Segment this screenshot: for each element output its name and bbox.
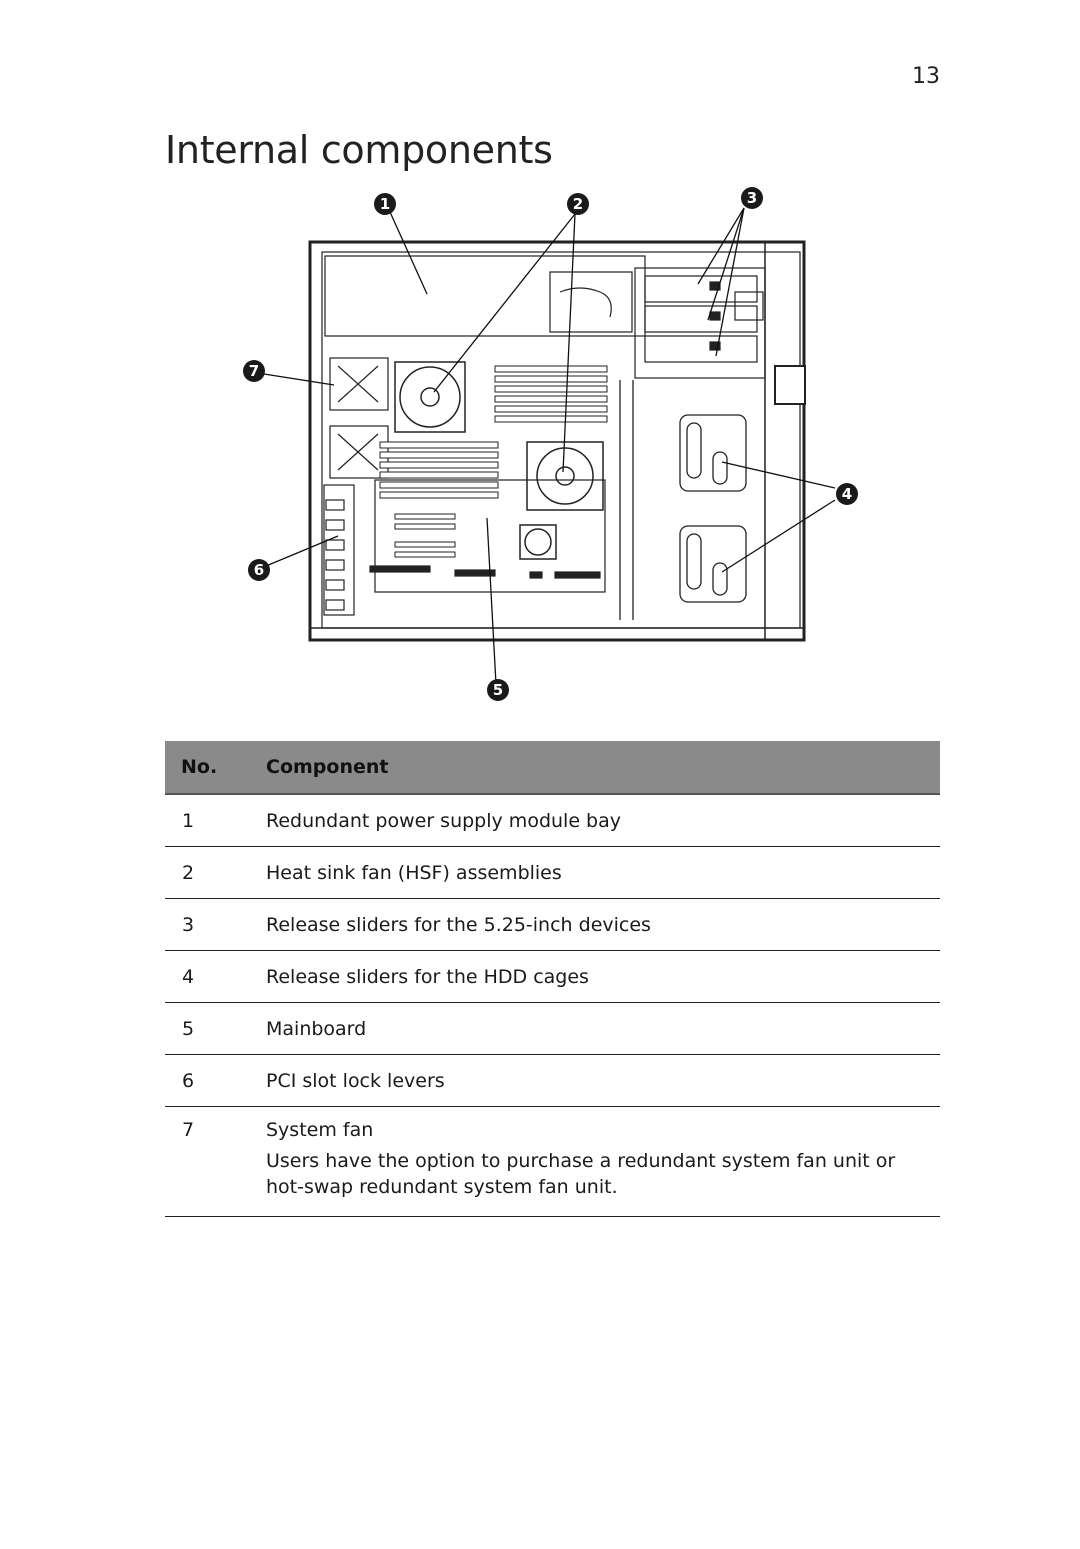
row-number: 1 [165,794,251,847]
internal-components-diagram: 1 2 3 4 5 6 7 [230,180,870,710]
drive-bays [634,267,766,379]
row-component: Heat sink fan (HSF) assemblies [251,846,940,899]
row-component: Release sliders for the HDD cages [251,950,940,1003]
row-number: 2 [165,846,251,899]
components-table: No. Component 1 Redundant power supply m… [165,741,940,1217]
mainboard [369,479,606,593]
callout-badges: 1 2 3 4 5 6 7 [243,187,858,701]
page-number: 13 [912,64,940,89]
table-row: 3 Release sliders for the 5.25-inch devi… [165,898,940,951]
row-component-with-note: System fan Users have the option to purc… [251,1106,940,1217]
header-no: No. [165,741,251,795]
table-row: 6 PCI slot lock levers [165,1054,940,1107]
svg-text:2: 2 [573,195,583,213]
table-row: 2 Heat sink fan (HSF) assemblies [165,846,940,899]
chassis-illustration: 1 2 3 4 5 6 7 [243,187,858,701]
callout-7: 7 [243,360,265,382]
row-component: System fan [266,1119,374,1141]
svg-text:6: 6 [254,561,264,579]
callout-3: 3 [741,187,763,209]
row-component: Redundant power supply module bay [251,794,940,847]
leader-lines [263,207,836,685]
row-number: 7 [165,1106,251,1217]
callout-6: 6 [248,559,270,581]
system-fans [329,357,389,479]
svg-text:3: 3 [747,189,757,207]
row-number: 3 [165,898,251,951]
table-row: 7 System fan Users have the option to pu… [165,1106,940,1217]
row-component: Mainboard [251,1002,940,1055]
table-row: 4 Release sliders for the HDD cages [165,950,940,1003]
callout-1: 1 [374,193,396,215]
callout-2: 2 [567,193,589,215]
pci-slot-levers [323,484,355,616]
row-number: 6 [165,1054,251,1107]
table-header-row: No. Component [165,741,940,795]
callout-5: 5 [487,679,509,701]
svg-text:5: 5 [493,681,503,699]
memory-slots [379,365,608,558]
row-component: Release sliders for the 5.25-inch device… [251,898,940,951]
svg-text:1: 1 [380,195,390,213]
chassis-frame [308,240,806,642]
svg-text:7: 7 [249,362,259,380]
header-component: Component [251,741,940,795]
row-number: 4 [165,950,251,1003]
callout-4: 4 [836,483,858,505]
page-title: Internal components [165,128,553,172]
svg-text:4: 4 [842,485,852,503]
row-note: Users have the option to purchase a redu… [266,1150,896,1198]
table-row: 1 Redundant power supply module bay [165,794,940,847]
row-number: 5 [165,1002,251,1055]
power-supply-bay [324,255,646,337]
row-component: PCI slot lock levers [251,1054,940,1107]
table-row: 5 Mainboard [165,1002,940,1055]
hdd-cages [619,380,747,620]
